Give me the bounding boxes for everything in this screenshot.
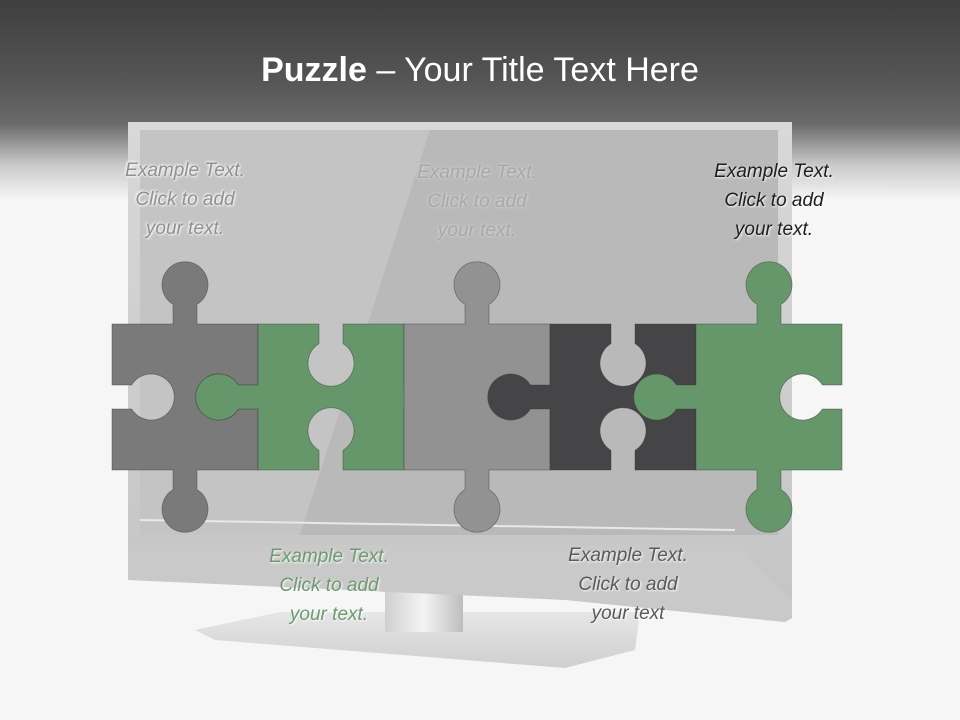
label-5-line-3: your text	[591, 603, 665, 624]
puzzle-strip	[111, 261, 843, 533]
label-3-line-1: Example Text.	[714, 161, 834, 182]
slide-title[interactable]: Puzzle – Your Title Text Here	[0, 46, 960, 94]
label-3-line-2: Click to add	[724, 190, 824, 211]
label-5-line-2: Click to add	[578, 574, 678, 595]
label-1[interactable]: Example Text. Click to add your text.	[85, 156, 285, 243]
label-4-line-1: Example Text.	[269, 546, 389, 567]
puzzle-piece-5[interactable]	[633, 261, 843, 533]
title-bold: Puzzle	[261, 51, 367, 89]
label-1-line-1: Example Text.	[125, 160, 245, 181]
title-rest: – Your Title Text Here	[366, 51, 699, 89]
label-1-line-2: Click to add	[135, 189, 235, 210]
label-5[interactable]: Example Text. Click to add your text	[528, 541, 728, 628]
label-3[interactable]: Example Text. Click to add your text.	[674, 157, 874, 244]
label-2[interactable]: Example Text. Click to add your text.	[377, 158, 577, 245]
label-3-line-3: your text.	[734, 219, 814, 240]
label-2-line-3: your text.	[437, 220, 517, 241]
label-5-line-1: Example Text.	[568, 545, 688, 566]
label-4[interactable]: Example Text. Click to add your text.	[229, 542, 429, 629]
label-4-line-2: Click to add	[279, 575, 379, 596]
label-4-line-3: your text.	[289, 604, 369, 625]
label-2-line-1: Example Text.	[417, 162, 537, 183]
monitor-stand	[195, 590, 640, 668]
label-2-line-2: Click to add	[427, 191, 527, 212]
label-1-line-3: your text.	[145, 218, 225, 239]
